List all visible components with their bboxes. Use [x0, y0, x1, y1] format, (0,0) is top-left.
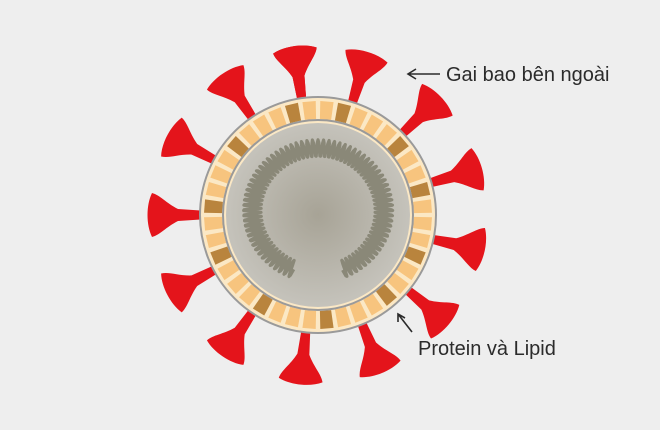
- arrow-left-icon: [406, 68, 440, 80]
- membrane-segment: [205, 181, 227, 199]
- membrane-segment: [387, 272, 409, 294]
- membrane-segment: [375, 284, 397, 306]
- membrane-segment: [363, 114, 384, 137]
- membrane-segment: [252, 293, 273, 316]
- membrane-segment: [396, 149, 419, 170]
- membrane-segment: [349, 107, 368, 129]
- spike-shape: [161, 117, 223, 167]
- membrane-segment: [413, 199, 432, 214]
- spike-shape: [161, 263, 223, 313]
- membrane-segment: [302, 310, 317, 329]
- membrane-segment: [204, 216, 223, 231]
- spike-shape: [394, 83, 453, 142]
- spike-shape: [355, 315, 401, 378]
- membrane-segment: [413, 216, 432, 231]
- membrane-segment: [404, 165, 426, 184]
- spike: [345, 49, 388, 111]
- membrane-segment: [252, 114, 273, 137]
- membrane-segment: [217, 149, 240, 170]
- spike: [399, 282, 460, 339]
- spike: [161, 263, 223, 313]
- membrane-segment: [210, 246, 232, 265]
- membrane-segment: [409, 181, 431, 199]
- membrane-segment: [205, 231, 227, 249]
- spike: [424, 227, 487, 272]
- membrane-segment: [387, 136, 409, 158]
- membrane-segment: [363, 293, 384, 316]
- spike-shape: [422, 148, 485, 191]
- arrow-up-left-icon: [397, 312, 413, 333]
- membrane-segment: [319, 310, 334, 329]
- membrane-segment: [302, 101, 317, 120]
- spike-shape: [147, 193, 208, 237]
- spike: [422, 148, 485, 191]
- spike-shape: [424, 227, 487, 272]
- membrane-segment: [268, 301, 287, 323]
- spike-shape: [278, 323, 323, 385]
- membrane-segment: [334, 102, 352, 124]
- membrane-segment: [204, 199, 223, 214]
- membrane-segments: [204, 101, 432, 329]
- membrane-segment: [284, 306, 302, 328]
- membrane-segment: [349, 301, 368, 323]
- spike-shape: [273, 45, 317, 107]
- membrane-segment: [227, 272, 249, 294]
- membrane-segment: [375, 124, 397, 146]
- spike-shape: [399, 282, 460, 339]
- rna-strand: [242, 138, 395, 279]
- membrane-segment: [239, 124, 261, 146]
- membrane-segment: [239, 284, 261, 306]
- spike-shape: [206, 303, 260, 365]
- membrane-segment: [210, 165, 232, 184]
- spike-shape: [345, 49, 388, 111]
- membrane-segment: [334, 306, 352, 328]
- spike: [161, 117, 223, 167]
- spike: [206, 303, 260, 365]
- membrane-segment: [404, 246, 426, 265]
- spike: [278, 323, 323, 385]
- spike-group: [147, 45, 487, 385]
- membrane-segment: [396, 260, 419, 281]
- spike-callout: Gai bao bên ngoài: [406, 64, 609, 86]
- spike: [394, 83, 453, 142]
- membrane-segment: [284, 102, 302, 124]
- spike: [355, 315, 401, 378]
- membrane-label: Protein và Lipid: [418, 338, 556, 360]
- spike: [147, 193, 208, 237]
- spike-label: Gai bao bên ngoài: [446, 64, 609, 86]
- membrane-segment: [319, 101, 334, 120]
- spike-shape: [206, 65, 260, 127]
- spike: [273, 45, 317, 107]
- membrane-segment: [227, 136, 249, 158]
- membrane-callout: Protein và Lipid: [397, 312, 556, 360]
- membrane-segment: [409, 231, 431, 249]
- membrane-inner-ring: [222, 119, 414, 311]
- membrane-segment: [268, 107, 287, 129]
- membrane-segment: [217, 260, 240, 281]
- spike: [206, 65, 260, 127]
